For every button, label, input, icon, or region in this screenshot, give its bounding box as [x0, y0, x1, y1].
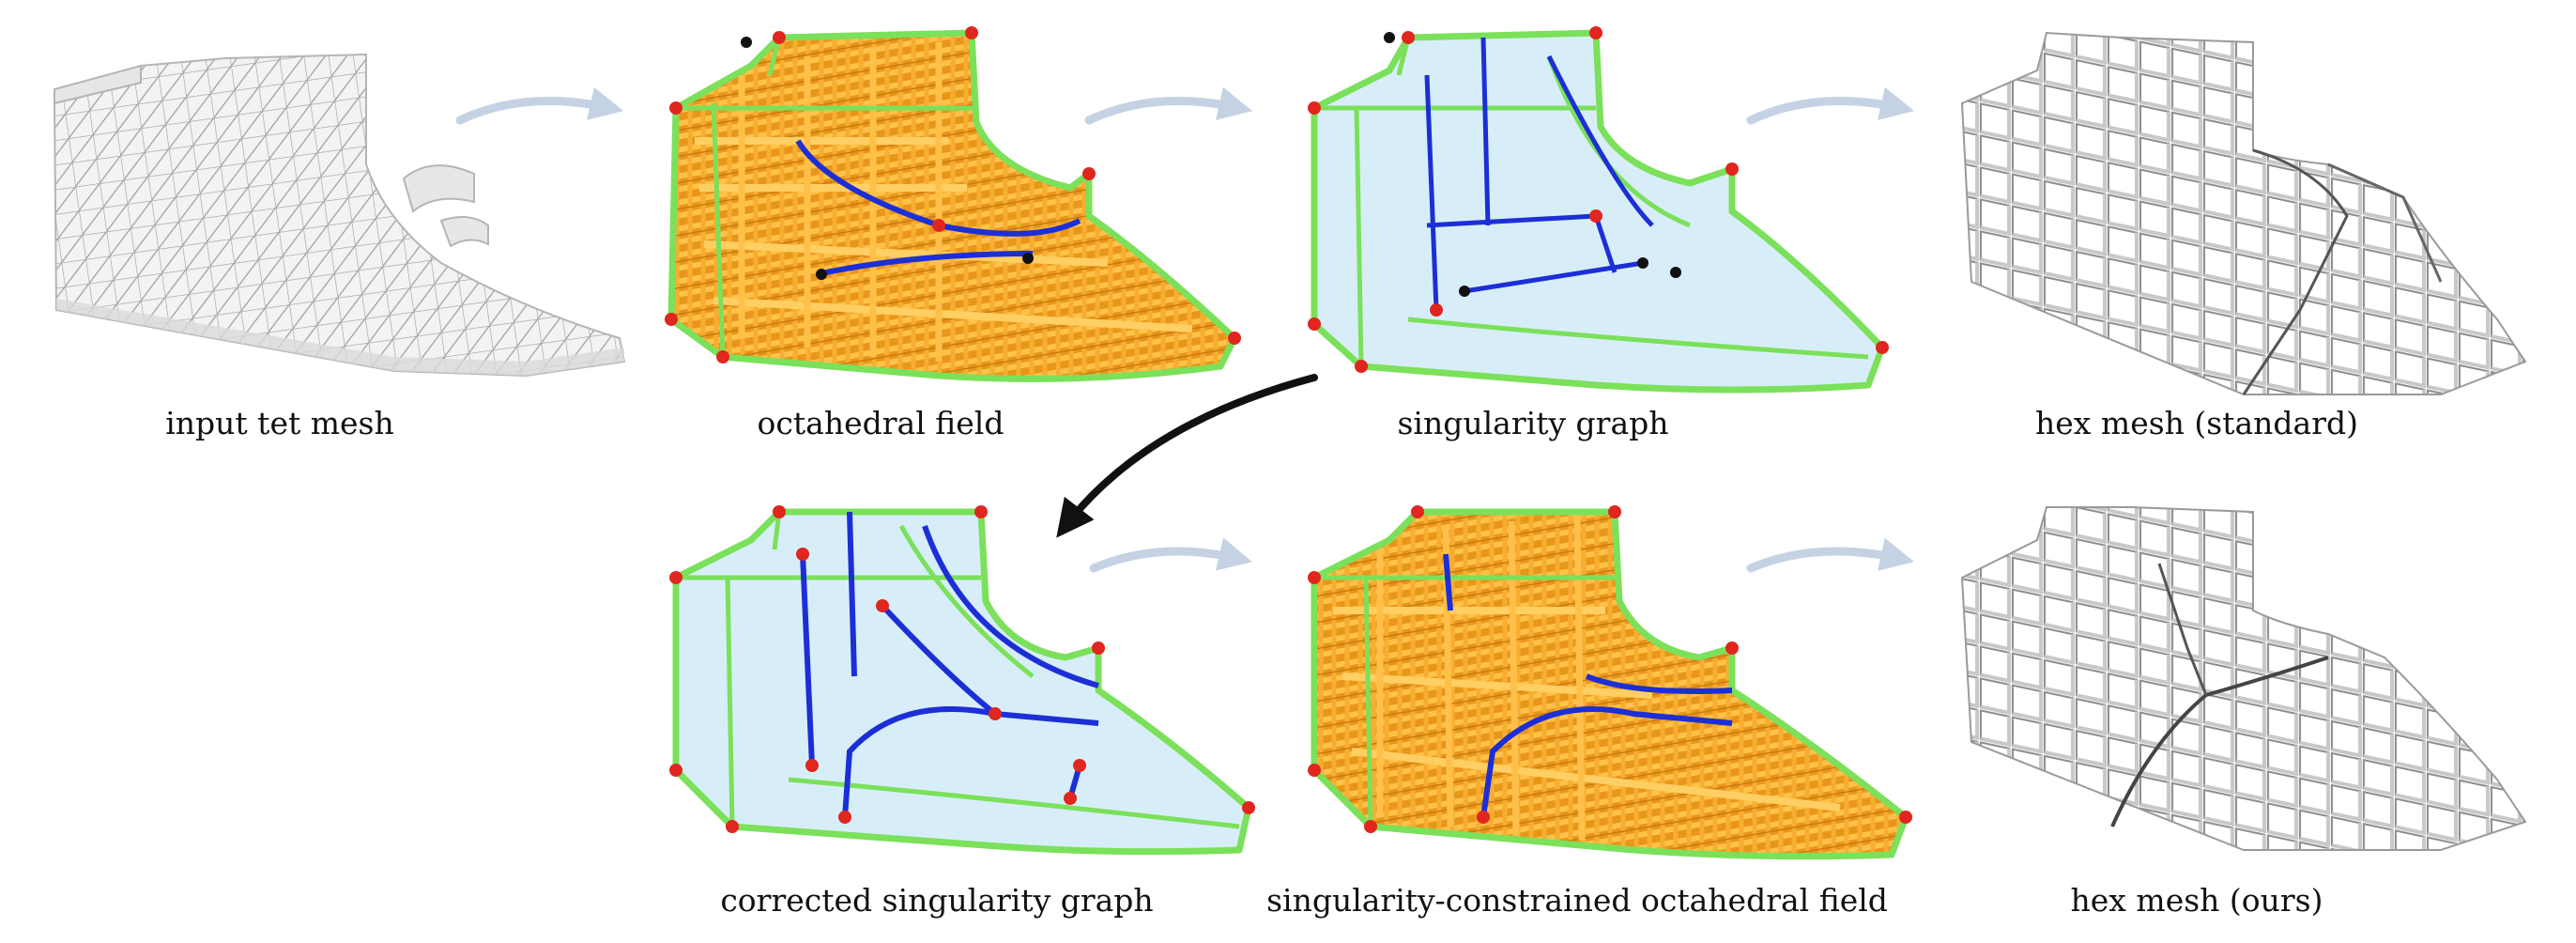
caption-singularity-graph: singularity graph — [1397, 405, 1668, 441]
arrow-3 — [1746, 86, 1915, 125]
panel-singularity-graph — [1308, 26, 1889, 394]
caption-hex-mesh-ours: hex mesh (ours) — [2071, 882, 2323, 919]
caption-singularity-constrained-octahedral-field: singularity-constrained octahedral field — [1266, 882, 1888, 919]
caption-hex-mesh-standard: hex mesh (standard) — [2035, 405, 2358, 441]
arrow-2 — [1084, 86, 1253, 125]
caption-octahedral-field: octahedral field — [758, 405, 1004, 441]
panel-singularity-constrained-octahedral-field — [1308, 505, 1912, 860]
panel-corrected-singularity-graph — [669, 505, 1255, 856]
panel-hex-mesh-ours — [1960, 506, 2527, 851]
caption-corrected-singularity-graph: corrected singularity graph — [720, 882, 1153, 919]
arrow-4 — [1089, 537, 1253, 573]
arrow-5 — [1746, 537, 1915, 573]
caption-input-tet-mesh: input tet mesh — [165, 405, 394, 441]
arrow-1 — [455, 86, 624, 125]
panel-octahedral-field — [665, 26, 1241, 382]
panel-input-tet-mesh — [53, 53, 626, 378]
panel-hex-mesh-standard — [1960, 31, 2527, 395]
arrow-correction — [1056, 374, 1318, 538]
